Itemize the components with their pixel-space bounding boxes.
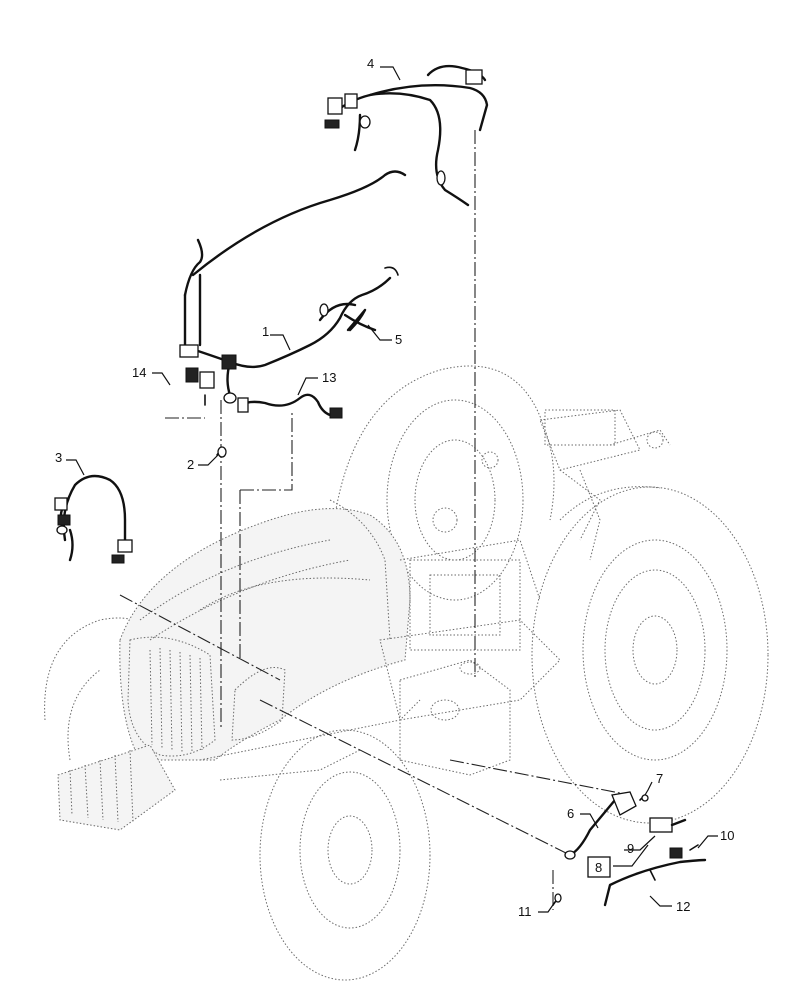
tractor-outline — [44, 365, 769, 981]
callout-11: 11 — [518, 904, 532, 919]
callout-labels: 4 1 5 13 14 2 3 6 7 9 10 8 11 12 — [55, 56, 734, 919]
front-weights — [57, 744, 176, 831]
harness-part-5 — [343, 308, 377, 332]
rear-right-wheel — [531, 486, 769, 824]
front-grille — [127, 636, 216, 757]
callout-8-box — [587, 856, 611, 878]
callout-9: 9 — [627, 841, 634, 856]
harness-part-4 — [324, 64, 489, 207]
callout-12: 12 — [676, 899, 690, 914]
callout-3: 3 — [55, 450, 62, 465]
callout-5: 5 — [395, 332, 402, 347]
chassis — [199, 409, 641, 781]
harness-part-1 — [179, 170, 407, 406]
callout-13: 13 — [322, 370, 336, 385]
leader-lines — [66, 66, 718, 913]
callout-2: 2 — [187, 457, 194, 472]
rear-left-wheel — [329, 365, 555, 601]
part-9-sensor — [649, 817, 673, 833]
callout-6: 6 — [567, 806, 574, 821]
part-7-bracket — [611, 791, 637, 816]
callout-10: 10 — [720, 828, 734, 843]
rear-linkage — [544, 409, 671, 561]
sensor-bracket-assembly — [552, 791, 707, 907]
part-12-rod — [603, 858, 707, 907]
callout-14: 14 — [132, 365, 146, 380]
hood — [119, 499, 411, 761]
part-10-clip — [689, 844, 699, 851]
harness-part-3 — [54, 474, 133, 564]
locator-lines — [119, 130, 631, 910]
callout-4: 4 — [367, 56, 374, 71]
callout-7: 7 — [656, 771, 663, 786]
fuel-tank — [399, 659, 511, 776]
front-right-wheel — [259, 729, 431, 981]
callout-1: 1 — [262, 324, 269, 339]
part-2-fastener — [216, 446, 227, 458]
harness-part-13 — [237, 393, 343, 419]
part-6-harness — [568, 798, 617, 857]
callout-8: 8 — [595, 860, 602, 875]
